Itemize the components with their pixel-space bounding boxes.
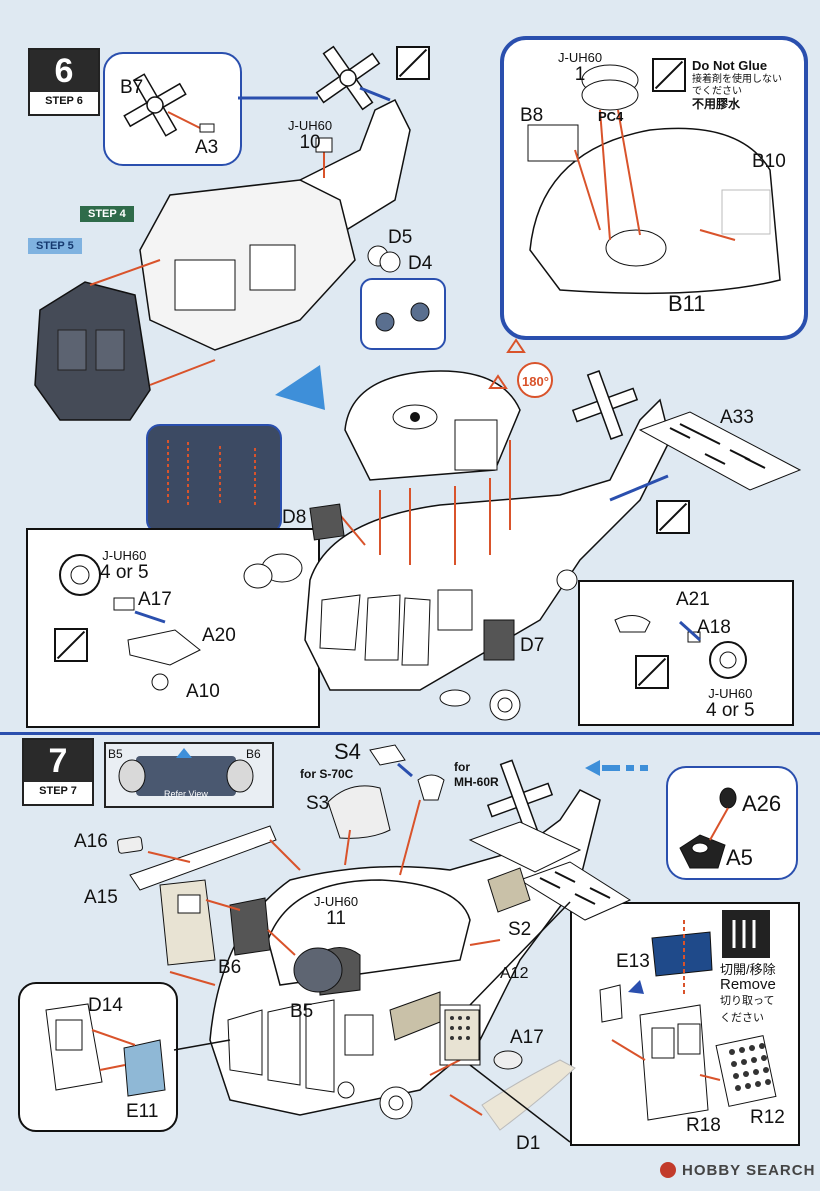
part-label-d8: D8 [282, 507, 307, 528]
do-not-glue-cn: 不用膠水 [692, 97, 741, 111]
part-label-b5: B5 [290, 1001, 314, 1022]
part-label-a26: A26 [742, 791, 782, 816]
part-label-d14: D14 [88, 995, 123, 1016]
part-label-a18: A18 [697, 617, 731, 638]
remove-note-cn: 切開/移除 [720, 962, 776, 977]
part-label-a5: A5 [726, 845, 753, 870]
part-label-b10: B10 [752, 151, 786, 172]
wheel-assembly-right-box [578, 580, 794, 726]
rotate-180-label: 180° [522, 374, 549, 389]
part-label-a17: A17 [138, 589, 172, 610]
remove-note: 切開/移除 Remove 切り取って ください [720, 962, 776, 1026]
part-label-a33: A33 [720, 407, 754, 428]
step-divider [0, 732, 820, 735]
rotor-detail-box [103, 52, 242, 166]
do-not-glue-note: Do Not Glue 接着剤を使用しない でください 不用膠水 [692, 58, 782, 112]
part-label-e11: E11 [126, 1101, 159, 1122]
remove-note-jp: 切り取って ください [720, 995, 775, 1024]
part-label-s2: S2 [508, 919, 532, 940]
variant-mh60r-note: for MH-60R [454, 760, 499, 789]
watermark-logo [660, 1162, 676, 1178]
step6-number: 6 [30, 50, 98, 92]
no-glue-icon [396, 46, 430, 80]
part-label-s4: S4 [334, 739, 361, 764]
part-label-d1: D1 [516, 1133, 541, 1154]
part-label-a21: A21 [676, 589, 710, 610]
part-label-b6: B6 [218, 957, 242, 978]
step5-tag: STEP 5 [28, 238, 82, 254]
step6-label: STEP 6 [45, 95, 83, 107]
refer-view-panel [136, 756, 236, 796]
remove-note-en: Remove [720, 976, 776, 993]
step7-number: 7 [24, 740, 92, 782]
step6-badge: 6 STEP 6 [28, 48, 100, 116]
part-label-a20: A20 [202, 625, 236, 646]
part-label-a15: A15 [84, 887, 118, 908]
part-label-s3: S3 [306, 793, 330, 814]
part-label-b7: B7 [120, 77, 144, 98]
part-label-r12: R12 [750, 1107, 785, 1128]
step4-tag: STEP 4 [80, 206, 134, 222]
part-label-a10: A10 [186, 681, 220, 702]
variant-s70c-note: for S-70C [300, 767, 354, 781]
part-label-r18: R18 [686, 1115, 721, 1136]
do-not-glue-jp: 接着剤を使用しない でください [692, 74, 782, 97]
no-glue-icon [54, 628, 88, 662]
do-not-glue-en: Do Not Glue [692, 58, 768, 73]
part-label-a16: A16 [74, 831, 108, 852]
refer-view-label: Refer View [164, 789, 208, 799]
part-label-e13: E13 [616, 951, 650, 972]
no-glue-icon [652, 58, 686, 92]
refer-label-b5: B5 [108, 747, 123, 761]
part-label-b8: B8 [520, 105, 544, 126]
part-label-a17b: A17 [510, 1027, 544, 1048]
refer-label-b6: B6 [246, 747, 261, 761]
watermark-text: HOBBY SEARCH [682, 1162, 816, 1179]
part-label-a12: A12 [500, 965, 529, 982]
part-label-a3: A3 [195, 137, 219, 158]
step7-label: STEP 7 [39, 785, 77, 797]
wheel-detail-box [360, 278, 446, 350]
part-label-d5: D5 [388, 227, 413, 248]
no-glue-icon [635, 655, 669, 689]
part-label-pc4: PC4 [598, 109, 624, 124]
step7-badge: 7 STEP 7 [22, 738, 94, 806]
part-label-d4: D4 [408, 253, 433, 274]
no-glue-icon [656, 500, 690, 534]
part-label-b11: B11 [668, 291, 706, 316]
part-label-d7: D7 [520, 635, 545, 656]
